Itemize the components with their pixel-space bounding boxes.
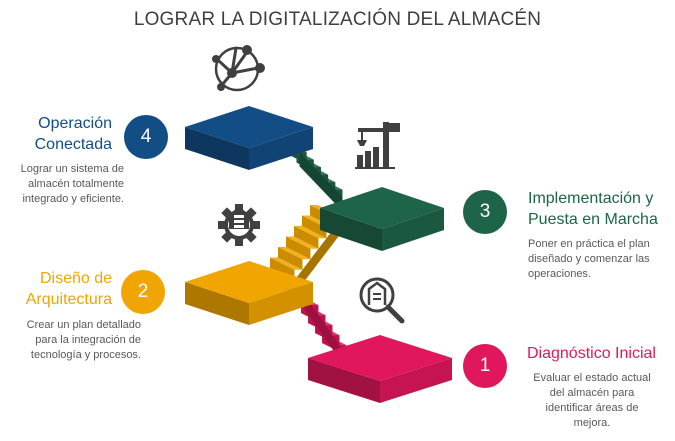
- gear-tooth: [235, 237, 243, 246]
- stair-flight-2-tread: [270, 257, 303, 270]
- gear-warehouse-icon: [218, 204, 260, 246]
- step3-description: Poner en práctica el plan diseñado y com…: [528, 237, 673, 282]
- platform-step3: [320, 187, 444, 251]
- step1-desc-line4: mejora.: [573, 417, 611, 429]
- step1-desc-line1: Evaluar el estado actual: [533, 372, 651, 384]
- crane-construction-icon: [355, 122, 400, 169]
- stair-flights: [270, 140, 347, 370]
- platform-step3-left-face: [320, 208, 382, 251]
- step3-heading-line2: Puesta en Marcha: [528, 211, 658, 228]
- step1-heading: Diagnóstico Inicial: [527, 345, 656, 362]
- platform-step3-right-face: [382, 208, 444, 251]
- platform-step1-right-face: [380, 358, 452, 403]
- step3-number-badge: 3: [463, 190, 507, 234]
- platform-step2-right-face: [249, 282, 313, 325]
- platform-step4-right-face: [249, 127, 313, 170]
- step4-heading-line2: Conectada: [34, 136, 112, 153]
- step1-desc-line2: del almacén para: [549, 387, 635, 399]
- step3-desc-line1: Poner en práctica el plan: [528, 238, 650, 250]
- step3-heading: Implementación y Puesta en Marcha: [528, 188, 673, 230]
- step4-desc-line2: almacén totalmente: [28, 178, 124, 190]
- step3-desc-line3: operaciones.: [528, 268, 591, 280]
- step4-desc-line3: integrado y eficiente.: [22, 193, 124, 205]
- platform-step4-left-face: [185, 127, 249, 170]
- platform-step3-top-face: [320, 187, 444, 229]
- step1-desc-line3: identificar áreas de: [545, 402, 639, 414]
- step2-desc-line3: tecnología y procesos.: [30, 349, 141, 361]
- step2-desc-line2: para la integración de: [35, 334, 141, 346]
- step4-heading: Operación Conectada: [14, 113, 112, 155]
- step2-desc-line1: Crear un plan detallado: [26, 319, 141, 331]
- step2-heading-line2: Arquitectura: [25, 291, 112, 308]
- magnifier-warehouse-icon: [359, 277, 405, 324]
- step4-number-badge: 4: [124, 115, 168, 159]
- step4-description: Lograr un sistema de almacén totalmente …: [0, 162, 124, 207]
- step3-heading-line1: Implementación y: [528, 190, 654, 207]
- stair-flight-2-riser: [278, 247, 303, 270]
- stair-flight-2-riser: [294, 226, 319, 249]
- platform-step2-top-face: [185, 261, 313, 303]
- platform-step2: [185, 261, 313, 325]
- stair-flight-2-stringer: [294, 217, 343, 295]
- stair-flight-2-tread: [294, 226, 327, 239]
- step3-desc-line2: diseñado y comenzar las: [528, 253, 650, 265]
- step2-description: Crear un plan detallado para la integrac…: [0, 318, 141, 363]
- infographic-title: LOGRAR LA DIGITALIZACIÓN DEL ALMACÉN: [133, 9, 542, 30]
- stair-flight-2-tread: [278, 247, 311, 260]
- step1-number-badge: 1: [463, 344, 507, 388]
- step4-heading-line1: Operación: [38, 115, 112, 132]
- step2-heading: Diseño de Arquitectura: [4, 268, 112, 310]
- stair-flight-2-riser: [286, 236, 311, 260]
- platform-step1-left-face: [308, 358, 380, 403]
- stair-flight-2-tread: [286, 236, 319, 249]
- step1-description: Evaluar el estado actual del almacén par…: [522, 371, 662, 431]
- platform-step4-top-face: [185, 106, 313, 148]
- platform-step2-left-face: [185, 282, 249, 325]
- stair-flight-3-stringer: [299, 152, 343, 212]
- step4-desc-line1: Lograr un sistema de: [20, 163, 124, 175]
- step2-number-badge: 2: [121, 270, 165, 314]
- platforms: [185, 106, 452, 403]
- step2-heading-line1: Diseño de: [39, 270, 112, 287]
- platform-step1: [308, 335, 452, 403]
- stair-flight-2-riser: [302, 215, 327, 239]
- platform-step4: [185, 106, 313, 170]
- platform-step1-top-face: [308, 335, 452, 381]
- network-hub-icon: [212, 45, 265, 92]
